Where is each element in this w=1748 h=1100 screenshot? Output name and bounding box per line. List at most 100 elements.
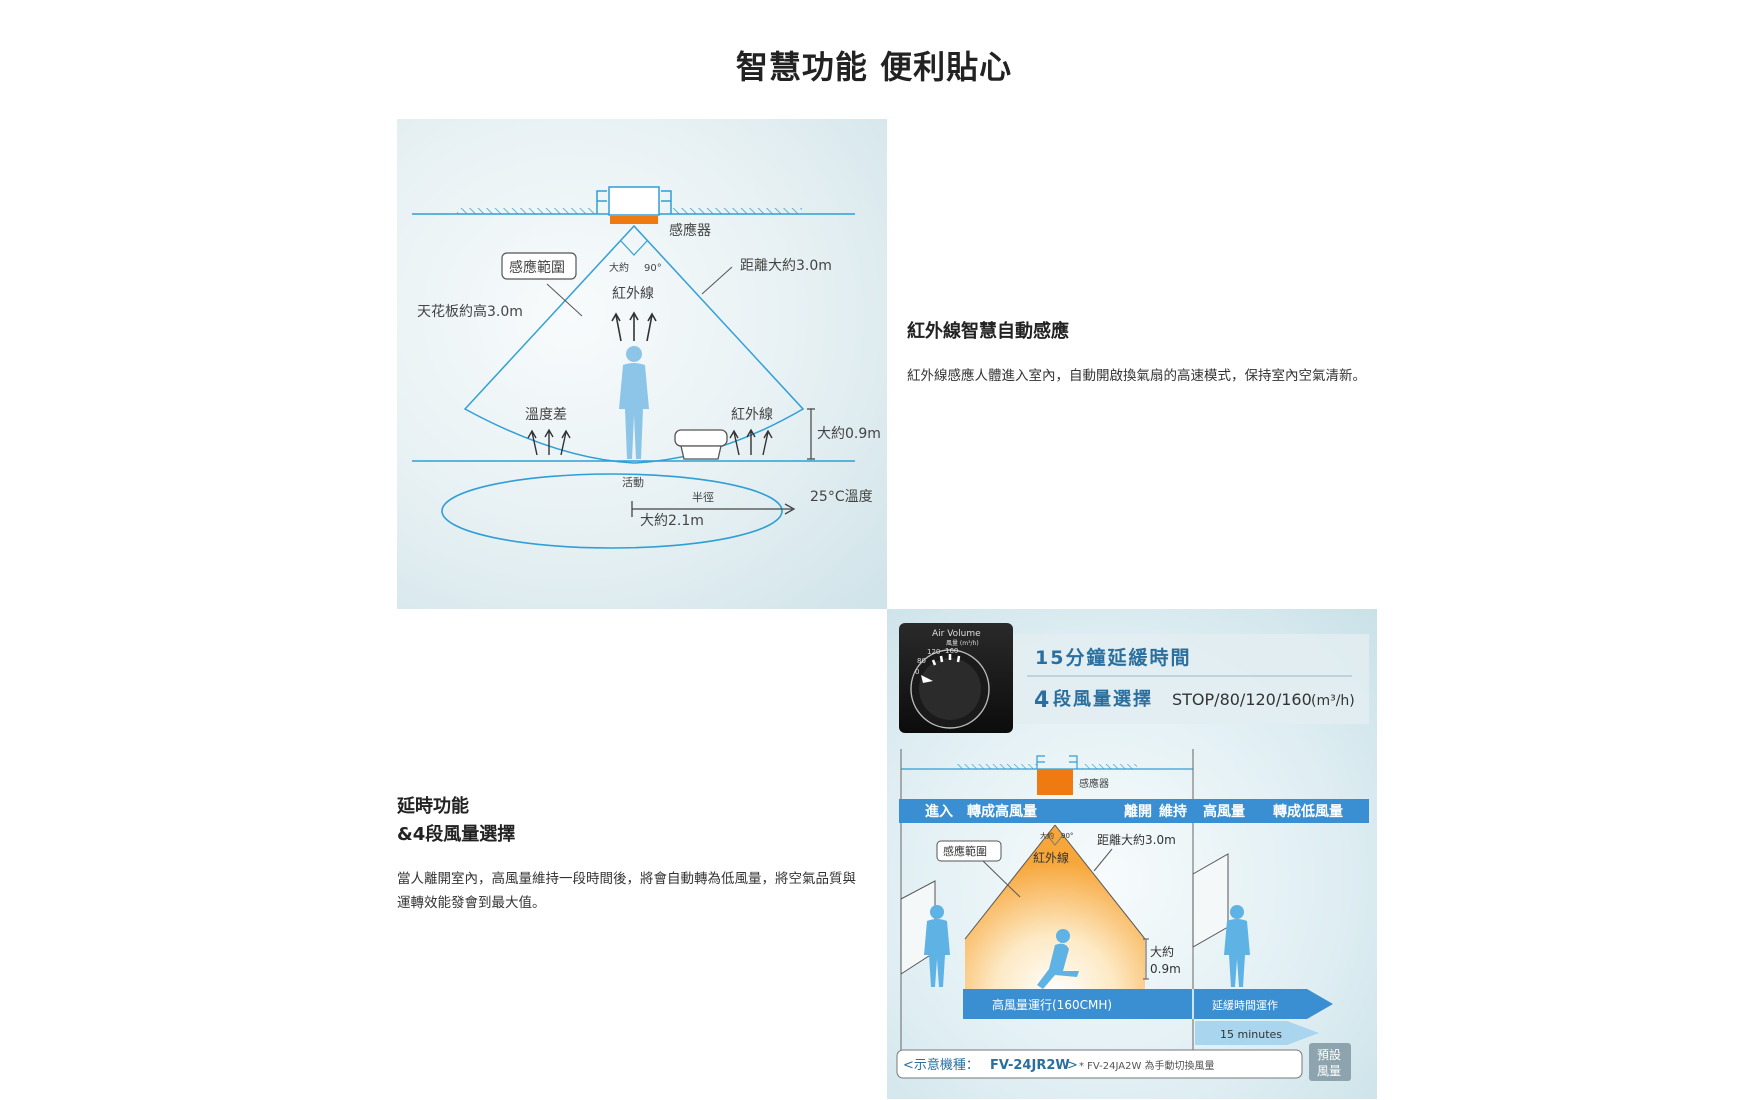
ir-label: 紅外線 xyxy=(1033,850,1069,865)
preset-line2: 風量 xyxy=(1317,1064,1341,1078)
bar-to-low: 轉成低風量 xyxy=(1273,803,1343,820)
high-run-arrow xyxy=(963,989,1333,1019)
range-leader xyxy=(982,860,1021,898)
person-sitting xyxy=(1037,929,1079,989)
ceiling-hatch-right xyxy=(672,208,802,214)
dial-tick-0: 0 xyxy=(915,668,919,676)
distance-label: 距離大約3.0m xyxy=(1097,832,1176,847)
angle-marker xyxy=(1046,834,1064,846)
feature-delay-title-line1: 延時功能 xyxy=(397,796,469,817)
dial-ticks xyxy=(931,654,961,666)
high-run-label: 高風量運行(160CMH) xyxy=(992,997,1112,1012)
height-label-2: 0.9m xyxy=(1150,962,1181,976)
height-label-1: 大約 xyxy=(1150,944,1174,959)
duct-left xyxy=(1036,755,1045,769)
distance-leader xyxy=(1093,848,1113,872)
heat-source-base xyxy=(680,445,722,460)
radius-label: 半徑 xyxy=(692,490,714,504)
door-right xyxy=(1192,853,1229,948)
radius-value: 大約2.1m xyxy=(640,513,704,529)
person-leaving xyxy=(1224,905,1250,987)
dial-tick-80: 80 xyxy=(917,657,926,665)
ir-label: 紅外線 xyxy=(612,286,654,302)
minutes-label: 15 minutes xyxy=(1220,1028,1282,1041)
feature-delay-section: 延時功能 &4段風量選擇 當人離開室內，高風量維持一段時間後，將會自動轉為低風量… xyxy=(397,793,867,915)
speed-title-number: 4 xyxy=(1034,688,1049,713)
duct-left xyxy=(596,190,607,214)
delay-run-label: 延緩時間運作 xyxy=(1212,999,1278,1012)
sensor-plate xyxy=(610,216,658,224)
standing-person xyxy=(619,346,649,459)
range-label-box xyxy=(936,840,1002,862)
feature-ir-title: 紅外線智慧自動感應 xyxy=(907,321,1069,342)
model-prefix: <示意機種： xyxy=(903,1057,979,1073)
page-title: 智慧功能 便利貼心 xyxy=(735,48,1013,86)
distance-label: 距離大約3.0m xyxy=(740,257,832,274)
bar-high: 高風量 xyxy=(1203,803,1245,820)
distance-leader xyxy=(701,266,733,295)
feature-delay-title-line2: &4段風量選擇 xyxy=(397,824,516,845)
preset-box xyxy=(1309,1043,1351,1081)
fan-housing xyxy=(608,186,660,216)
range-label: 感應範圍 xyxy=(943,844,987,858)
temp-up-arrows xyxy=(527,428,571,456)
height-dimension xyxy=(1143,938,1149,980)
angle-prefix: 大約 xyxy=(1040,831,1054,840)
sensing-cone-edge xyxy=(964,824,1146,940)
ir-up-arrows xyxy=(611,311,657,342)
activity-label: 活動 xyxy=(622,475,644,489)
temperature-label: 25°C溫度 xyxy=(810,489,873,505)
range-label-box xyxy=(501,252,577,280)
delay-function-svg: Air Volume 風量 (m³/h) 0 80 120 160 15分鐘延緩… xyxy=(896,623,1369,1081)
bar-to-high: 轉成高風量 xyxy=(967,803,1037,820)
model-name: FV-24JR2W xyxy=(990,1058,1070,1073)
feature-ir-description: 紅外線感應人體進入室內，自動開啟換氣扇的高速模式，保持室內空氣清新。 xyxy=(907,368,1366,384)
ceiling-hatch-left xyxy=(457,208,597,214)
radius-arrowhead xyxy=(784,503,796,515)
sensor-block xyxy=(1037,769,1073,795)
angle-value: 90° xyxy=(1061,832,1073,840)
info-band xyxy=(987,634,1369,724)
delay-title: 15分鐘延緩時間 xyxy=(1035,646,1191,669)
range-label: 感應範圍 xyxy=(509,259,565,276)
ceiling-label: 天花板約高3.0m xyxy=(417,303,523,320)
activity-ellipse xyxy=(441,473,783,549)
sensor-range-diagram: 感應器 感應範圍 大約 90° 距離大約3.0m 紅外線 天花板約高3.0m 溫… xyxy=(397,119,887,609)
ir-right-up-arrows xyxy=(729,428,773,456)
sensing-cone xyxy=(965,825,1145,1004)
height-dimension xyxy=(807,408,815,460)
feature-ir-section: 紅外線智慧自動感應 紅外線感應人體進入室內，自動開啟換氣扇的高速模式，保持室內空… xyxy=(907,318,1377,388)
range-leader xyxy=(546,283,583,317)
dial-tick-120: 120 xyxy=(927,648,940,656)
minutes-arrow xyxy=(1195,1021,1319,1045)
dial-knob xyxy=(919,658,981,720)
sensor-label: 感應器 xyxy=(1079,777,1109,790)
speed-options: STOP/80/120/160 xyxy=(1172,690,1312,709)
speed-title-text: 段風量選擇 xyxy=(1053,688,1153,710)
heat-source-top xyxy=(674,429,728,447)
bar-enter: 進入 xyxy=(925,804,953,820)
sensor-label: 感應器 xyxy=(669,222,711,239)
preset-line1: 預設 xyxy=(1317,1047,1341,1062)
duct-right xyxy=(661,190,672,214)
ceiling-hatch-left xyxy=(957,764,1037,769)
angle-marker xyxy=(620,240,648,256)
person-entering xyxy=(924,905,950,987)
sensing-cone xyxy=(463,224,805,464)
angle-value: 90° xyxy=(644,263,662,274)
bar-leave: 離開 xyxy=(1124,803,1152,820)
duct-right xyxy=(1069,755,1078,769)
feature-delay-description: 當人離開室內，高風量維持一段時間後，將會自動轉為低風量，將空氣品質與運轉效能發會… xyxy=(397,871,856,911)
dial-unit: 風量 (m³/h) xyxy=(946,640,979,647)
ceiling-hatch-right xyxy=(1082,764,1137,769)
dial-tick-160: 160 xyxy=(945,647,958,655)
angle-prefix: 大約 xyxy=(609,261,629,274)
delay-function-diagram: Air Volume 風量 (m³/h) 0 80 120 160 15分鐘延緩… xyxy=(887,609,1377,1099)
dial-title: Air Volume xyxy=(932,629,981,639)
speed-unit: (m³/h) xyxy=(1311,693,1355,709)
model-note: * FV-24JA2W 為手動切換風量 xyxy=(1079,1059,1215,1072)
bar-keep: 維持 xyxy=(1159,803,1187,820)
height-label: 大約0.9m xyxy=(817,426,881,442)
ir-label-right: 紅外線 xyxy=(731,407,773,423)
dial-pointer xyxy=(921,675,933,683)
